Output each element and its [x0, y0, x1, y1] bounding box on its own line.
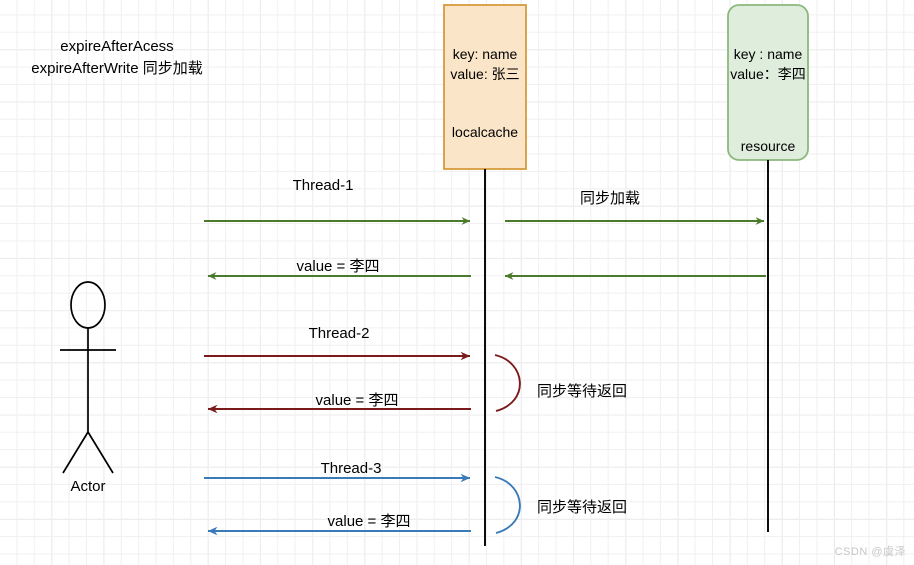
message-label-thread-2: Thread-2	[308, 325, 370, 342]
localcache-key-value: key: name value: 张三	[450, 44, 519, 85]
localcache-key: key: name	[452, 46, 518, 62]
participant-resource[interactable]	[727, 4, 809, 532]
resource-name: resource	[740, 138, 796, 154]
brace-label-sync-wait-2: 同步等待返回	[537, 499, 628, 516]
resource-key-value: key : name value：李四	[730, 44, 805, 85]
resource-value: value：李四	[730, 66, 806, 83]
resource-key: key : name	[733, 46, 803, 62]
brace-label-sync-wait-1: 同步等待返回	[537, 383, 628, 400]
actor-label: Actor	[70, 478, 106, 495]
note-expire-policy: expireAfterAcess expireAfterWrite 同步加载	[31, 36, 202, 80]
watermark: CSDN @虞泽	[834, 546, 906, 558]
message-label-thread-2-return: value = 李四	[315, 392, 399, 409]
brace-sync-wait-1	[494, 354, 521, 412]
message-label-thread-1: Thread-1	[292, 177, 354, 194]
localcache-name: localcache	[451, 124, 519, 140]
localcache-value: value: 张三	[450, 66, 520, 83]
message-label-thread-3: Thread-3	[320, 460, 382, 477]
message-label-sync-load: 同步加载	[579, 190, 641, 207]
actor-figure	[60, 281, 116, 474]
note-line-2: expireAfterWrite 同步加载	[31, 59, 203, 77]
note-line-1: expireAfterAcess	[60, 38, 174, 55]
message-label-thread-3-return: value = 李四	[327, 513, 411, 530]
brace-sync-wait-2	[494, 476, 521, 534]
message-label-thread-1-return: value = 李四	[296, 258, 380, 275]
participant-localcache[interactable]	[443, 4, 527, 546]
